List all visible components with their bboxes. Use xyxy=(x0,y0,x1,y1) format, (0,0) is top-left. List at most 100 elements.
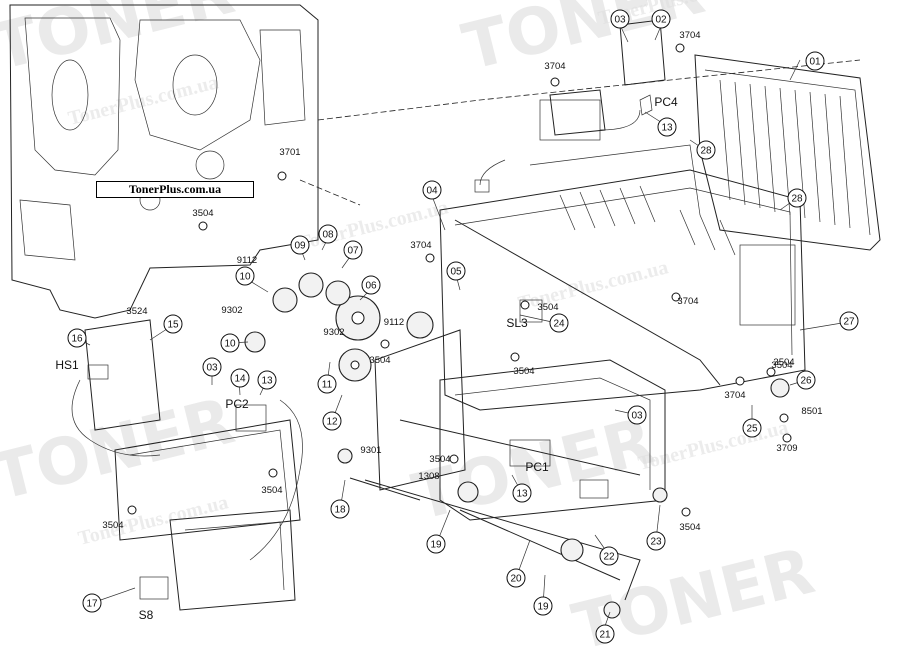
label-pc4: PC4 xyxy=(654,95,678,109)
callout: 22 xyxy=(599,546,619,566)
callout: 03 xyxy=(610,9,630,29)
svg-text:13: 13 xyxy=(261,376,273,387)
svg-text:16: 16 xyxy=(71,334,83,345)
svg-text:25: 25 xyxy=(746,424,758,435)
callout: 21 xyxy=(595,624,615,644)
callout: 24 xyxy=(549,313,569,333)
watermark-brand: TONER xyxy=(456,0,711,86)
svg-text:20: 20 xyxy=(510,574,522,585)
part-number: 3709 xyxy=(776,443,797,454)
callout: 28 xyxy=(787,188,807,208)
watermark-brand: TONER xyxy=(0,0,241,86)
svg-text:05: 05 xyxy=(450,267,462,278)
callout: 10 xyxy=(235,266,255,286)
svg-text:15: 15 xyxy=(167,320,179,331)
callout: 06 xyxy=(361,275,381,295)
svg-text:21: 21 xyxy=(599,630,611,641)
screws xyxy=(127,43,792,517)
brand-label: TonerPlus.com.ua xyxy=(96,181,254,198)
label-pc2: PC2 xyxy=(225,397,249,411)
part-number: 3704 xyxy=(679,30,700,41)
part-number: 3504 xyxy=(192,208,213,219)
callout: 05 xyxy=(446,261,466,281)
label-hs1: HS1 xyxy=(55,358,79,372)
watermark-url: TonerPlus.com.ua xyxy=(76,491,230,550)
callout: 10 xyxy=(220,333,240,353)
svg-text:03: 03 xyxy=(631,411,643,422)
part-number: 3504 xyxy=(679,522,700,533)
part-number: 3504 xyxy=(537,302,558,313)
callout: 17 xyxy=(82,593,102,613)
callout: 09 xyxy=(290,235,310,255)
callout: 16 xyxy=(67,328,87,348)
part-number: 3704 xyxy=(724,390,745,401)
part-number: 9302 xyxy=(221,305,242,316)
svg-text:28: 28 xyxy=(700,146,712,157)
svg-text:19: 19 xyxy=(430,540,442,551)
callout: 18 xyxy=(330,499,350,519)
part-number: 3504 xyxy=(369,355,390,366)
drive-assembly xyxy=(71,272,790,619)
svg-text:17: 17 xyxy=(86,599,98,610)
callout: 03 xyxy=(202,357,222,377)
callout: 14 xyxy=(230,368,250,388)
svg-text:13: 13 xyxy=(661,123,673,134)
part-number: 3504 xyxy=(771,360,792,371)
svg-text:10: 10 xyxy=(224,339,236,350)
part-number: 3504 xyxy=(513,366,534,377)
label-sl3: SL3 xyxy=(506,316,528,330)
side-frame-plate xyxy=(9,4,861,319)
part-number: 3701 xyxy=(279,147,300,158)
svg-text:26: 26 xyxy=(800,376,812,387)
watermark-url: TonerPlus.com.ua xyxy=(636,416,790,475)
callout: 19 xyxy=(426,534,446,554)
svg-text:12: 12 xyxy=(326,417,338,428)
svg-text:01: 01 xyxy=(809,57,821,68)
callout: 15 xyxy=(163,314,183,334)
part-number: 9112 xyxy=(237,255,257,266)
svg-text:03: 03 xyxy=(614,15,626,26)
svg-text:08: 08 xyxy=(322,230,334,241)
callout: 12 xyxy=(322,411,342,431)
part-number: 3704 xyxy=(544,61,565,72)
callout: 20 xyxy=(506,568,526,588)
part-number: 3504 xyxy=(261,485,282,496)
part-number: 3504 xyxy=(102,520,123,531)
svg-text:09: 09 xyxy=(294,241,306,252)
svg-text:04: 04 xyxy=(426,186,438,197)
svg-text:13: 13 xyxy=(516,489,528,500)
label-s8: S8 xyxy=(139,608,154,622)
svg-text:14: 14 xyxy=(234,374,246,385)
callout: 28 xyxy=(696,140,716,160)
svg-text:22: 22 xyxy=(603,552,615,563)
part-number: 3504 xyxy=(773,357,794,368)
part-number: 3704 xyxy=(410,240,431,251)
part-number: 9301 xyxy=(360,445,381,456)
part-number: 9112 xyxy=(384,317,404,328)
callout: 11 xyxy=(317,374,337,394)
part-number: 1308 xyxy=(418,471,439,482)
svg-text:10: 10 xyxy=(239,272,251,283)
svg-text:28: 28 xyxy=(791,194,803,205)
part-number: 9302 xyxy=(323,327,344,338)
callout: 07 xyxy=(343,240,363,260)
callout: 04 xyxy=(422,180,442,200)
svg-text:23: 23 xyxy=(650,537,662,548)
callout: 19 xyxy=(533,596,553,616)
callout: 08 xyxy=(318,224,338,244)
part-number: 8501 xyxy=(801,406,822,417)
part-number: 3504 xyxy=(429,454,450,465)
component-labels: PC4 SL3 HS1 PC2 PC1 S8 xyxy=(55,95,678,622)
callout: 03 xyxy=(627,405,647,425)
svg-text:03: 03 xyxy=(206,363,218,374)
callout: 23 xyxy=(646,531,666,551)
svg-text:19: 19 xyxy=(537,602,549,613)
svg-text:06: 06 xyxy=(365,281,377,292)
callout: 13 xyxy=(657,117,677,137)
paper-guide-assembly xyxy=(439,19,881,411)
label-pc1: PC1 xyxy=(525,460,549,474)
svg-text:27: 27 xyxy=(843,317,855,328)
watermark-url: TonerPlus.com.ua xyxy=(66,71,220,130)
part-number: 3524 xyxy=(126,306,147,317)
